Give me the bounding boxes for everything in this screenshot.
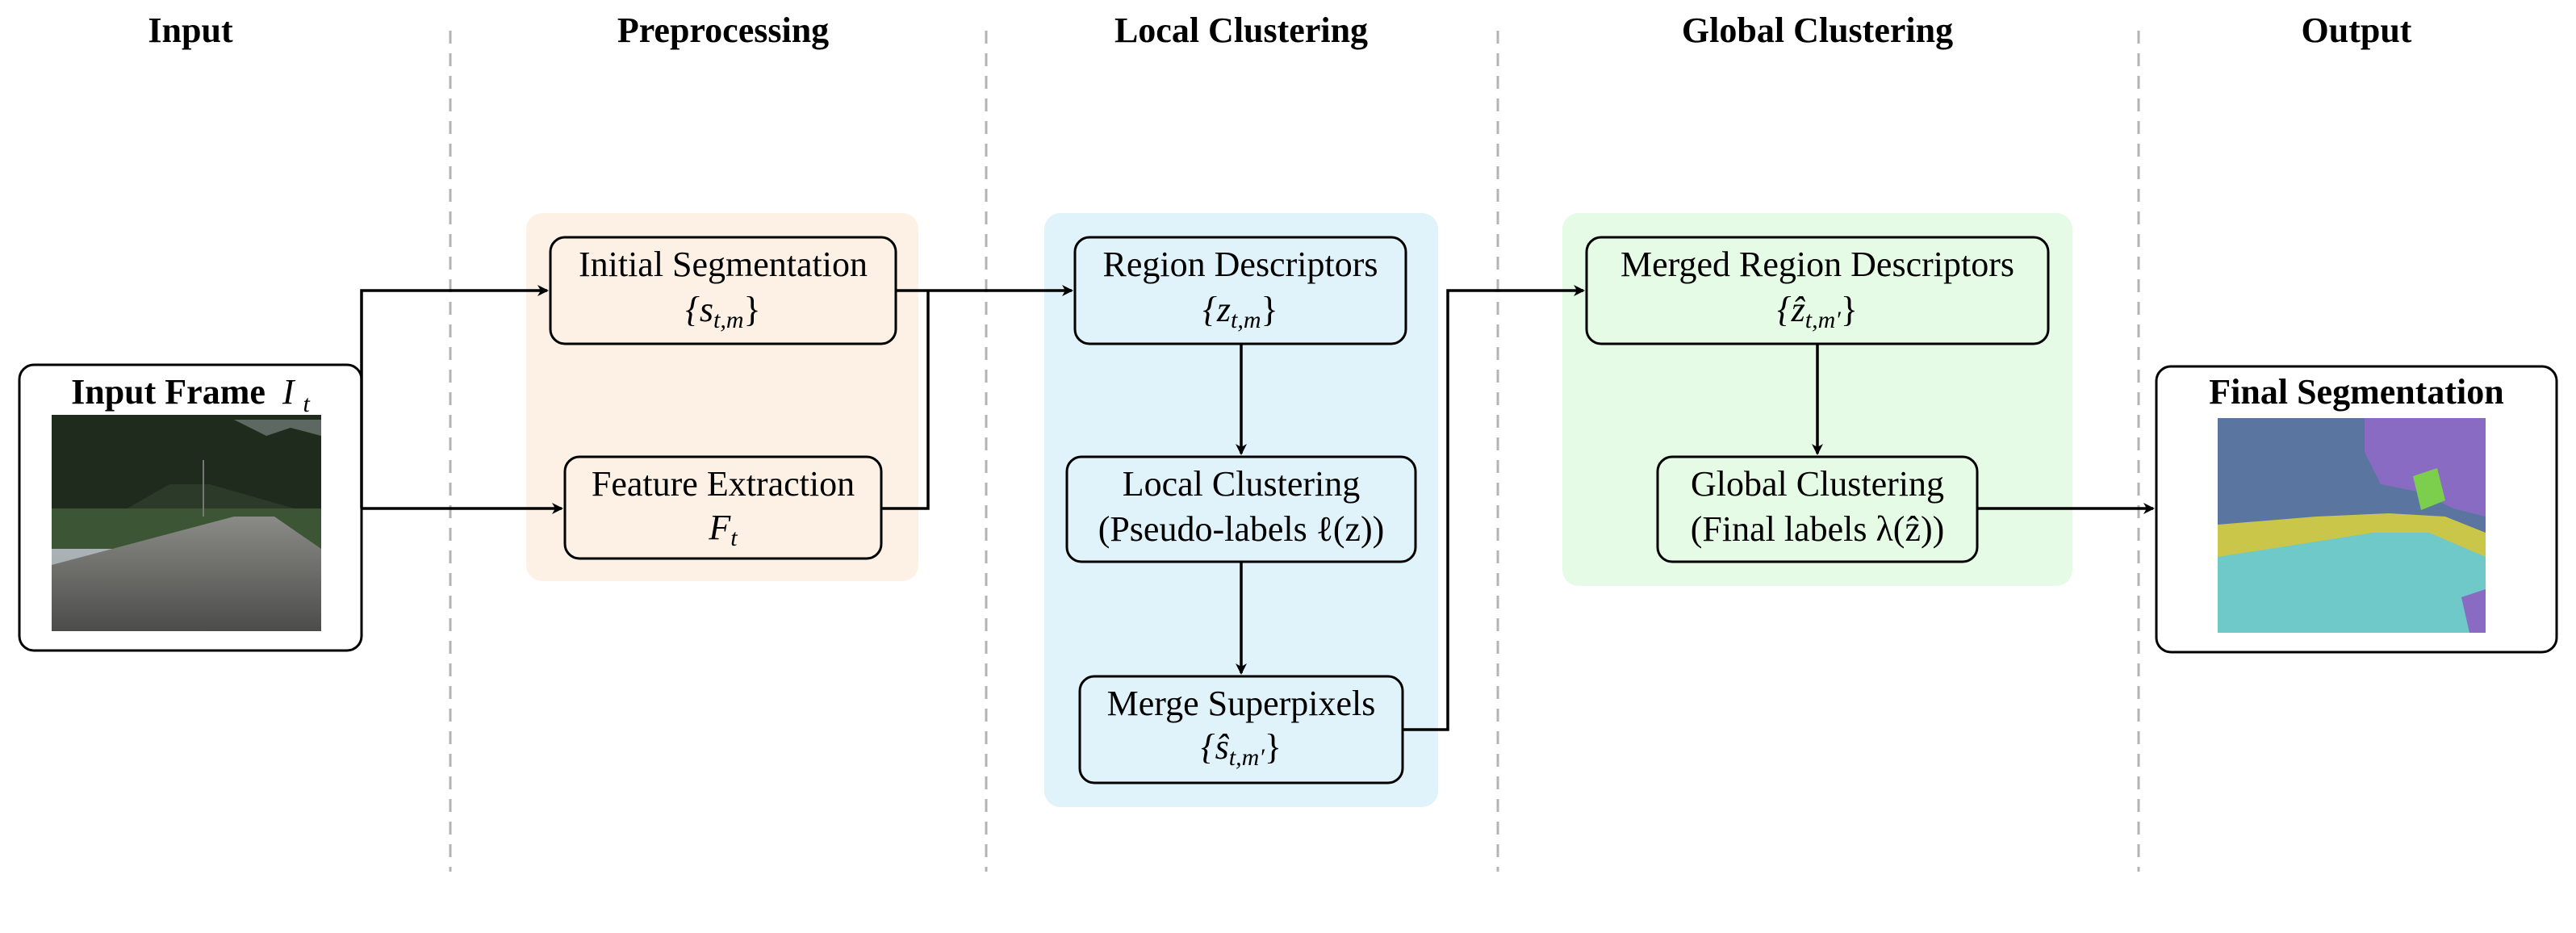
input-frame-subscript: t bbox=[303, 391, 311, 417]
region-descriptors-formula: {z bbox=[1202, 290, 1231, 329]
initial-segmentation-formula: {s bbox=[685, 290, 713, 329]
initial-segmentation-sub: t,m bbox=[713, 307, 744, 333]
input-frame-title: Input Frame bbox=[71, 372, 266, 412]
merged-region-descriptors-sub: t,m′ bbox=[1805, 307, 1842, 333]
arrow-input-to-initial-seg bbox=[360, 285, 549, 508]
line-feature-extraction-join bbox=[881, 291, 930, 510]
merge-superpixels-node: Merge Superpixels {ŝt,m′} bbox=[1078, 675, 1404, 784]
global-clustering-title: Global Clustering bbox=[1691, 464, 1944, 504]
global-clustering-line2: (Final labels λ(ẑ)) bbox=[1691, 509, 1945, 549]
merged-region-descriptors-title: Merged Region Descriptors bbox=[1620, 245, 2014, 284]
column-header-preprocessing: Preprocessing bbox=[617, 10, 829, 50]
svg-text:{ŝt,m′}: {ŝt,m′} bbox=[1201, 727, 1282, 771]
global-clustering-node: Global Clustering (Final labels λ(ẑ)) bbox=[1656, 455, 1979, 563]
initial-segmentation-node: Initial Segmentation {st,m} bbox=[549, 236, 897, 345]
merge-superpixels-formula: {ŝ bbox=[1201, 727, 1230, 767]
final-segmentation-image bbox=[2218, 418, 2486, 633]
merged-region-descriptors-node: Merged Region Descriptors {ẑt,m′} bbox=[1585, 236, 2050, 345]
svg-text:{zt,m}: {zt,m} bbox=[1202, 290, 1278, 333]
initial-segmentation-close: } bbox=[744, 290, 761, 329]
region-descriptors-sub: t,m bbox=[1231, 307, 1261, 333]
arrow-merge-to-merged-descriptors bbox=[1403, 285, 1585, 731]
column-header-output: Output bbox=[2302, 10, 2412, 50]
input-frame-image bbox=[52, 415, 321, 631]
feature-extraction-subscript: t bbox=[730, 525, 738, 551]
column-dividers bbox=[449, 31, 2140, 872]
column-header-input: Input bbox=[148, 10, 233, 50]
svg-text:{ẑt,m′}: {ẑt,m′} bbox=[1777, 290, 1858, 333]
initial-segmentation-title: Initial Segmentation bbox=[579, 245, 868, 284]
feature-extraction-symbol: F bbox=[708, 508, 731, 547]
feature-extraction-node: Feature Extraction Ft bbox=[563, 455, 883, 560]
merge-superpixels-close: } bbox=[1265, 727, 1282, 767]
feature-extraction-title: Feature Extraction bbox=[592, 464, 855, 504]
local-clustering-title: Local Clustering bbox=[1123, 464, 1361, 504]
svg-text:Ft: Ft bbox=[708, 508, 738, 551]
input-frame-symbol: I bbox=[282, 372, 296, 412]
merge-superpixels-sub: t,m′ bbox=[1229, 744, 1265, 771]
region-descriptors-node: Region Descriptors {zt,m} bbox=[1073, 236, 1407, 345]
svg-text:Input Frame I t: Input Frame I t bbox=[71, 372, 310, 417]
merge-superpixels-title: Merge Superpixels bbox=[1107, 684, 1376, 723]
column-header-local: Local Clustering bbox=[1114, 10, 1368, 50]
region-descriptors-title: Region Descriptors bbox=[1103, 245, 1378, 284]
column-header-global: Global Clustering bbox=[1682, 10, 1953, 50]
merged-region-descriptors-formula: {ẑ bbox=[1777, 290, 1806, 329]
region-descriptors-close: } bbox=[1261, 290, 1278, 329]
local-clustering-line2: (Pseudo-labels ℓ(z)) bbox=[1098, 509, 1385, 549]
svg-text:{st,m}: {st,m} bbox=[685, 290, 760, 333]
input-frame-node: Input Frame I t bbox=[18, 363, 363, 652]
final-segmentation-node: Final Segmentation bbox=[2155, 365, 2558, 654]
connectors bbox=[360, 285, 2155, 731]
merged-region-descriptors-close: } bbox=[1841, 290, 1858, 329]
local-clustering-node: Local Clustering (Pseudo-labels ℓ(z)) bbox=[1065, 455, 1417, 563]
final-segmentation-title: Final Segmentation bbox=[2209, 372, 2503, 412]
